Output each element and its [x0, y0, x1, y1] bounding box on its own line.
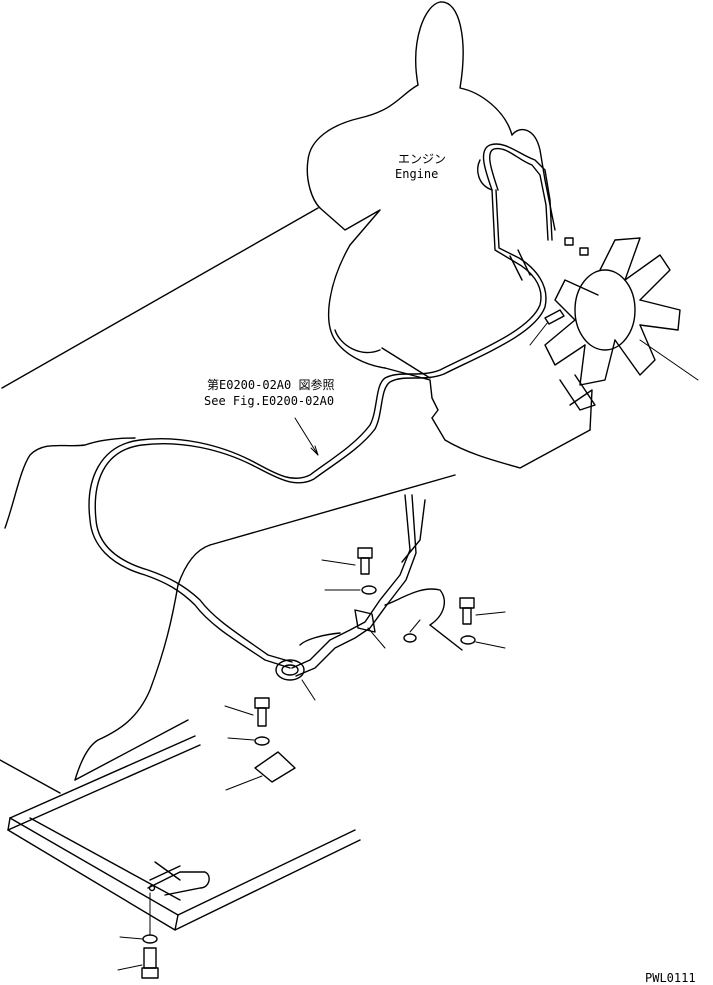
- engine-label-en: Engine: [395, 167, 438, 181]
- reference-arrow: [294, 417, 319, 456]
- tank: [7, 735, 361, 931]
- bracket-plate: [225, 751, 296, 791]
- bolt-upper-center: [321, 547, 373, 575]
- bolt-right: [459, 597, 506, 625]
- bolt-bottom: [117, 947, 159, 979]
- sensor-fitting: [529, 237, 589, 346]
- fan: [544, 237, 699, 411]
- bolt-lower-left: [224, 697, 270, 727]
- washer-lower-left: [227, 736, 270, 746]
- washer-right: [460, 635, 506, 649]
- u-tube: [147, 861, 210, 896]
- hose-line: [88, 143, 553, 677]
- washer-upper-center: [324, 585, 377, 595]
- reference-label-en: See Fig.E0200-02A0: [204, 394, 334, 408]
- clamp: [354, 609, 386, 649]
- drawing-code: PWL0111: [645, 971, 696, 985]
- plate-right: [384, 588, 463, 651]
- washer-bottom: [119, 892, 158, 944]
- engine-outline: [306, 1, 593, 469]
- engine-label-jp: エンジン: [398, 152, 446, 166]
- frame-outline: [0, 207, 456, 794]
- reference-label-jp: 第E0200-02A0 図参照: [207, 377, 334, 392]
- grommet: [275, 659, 316, 701]
